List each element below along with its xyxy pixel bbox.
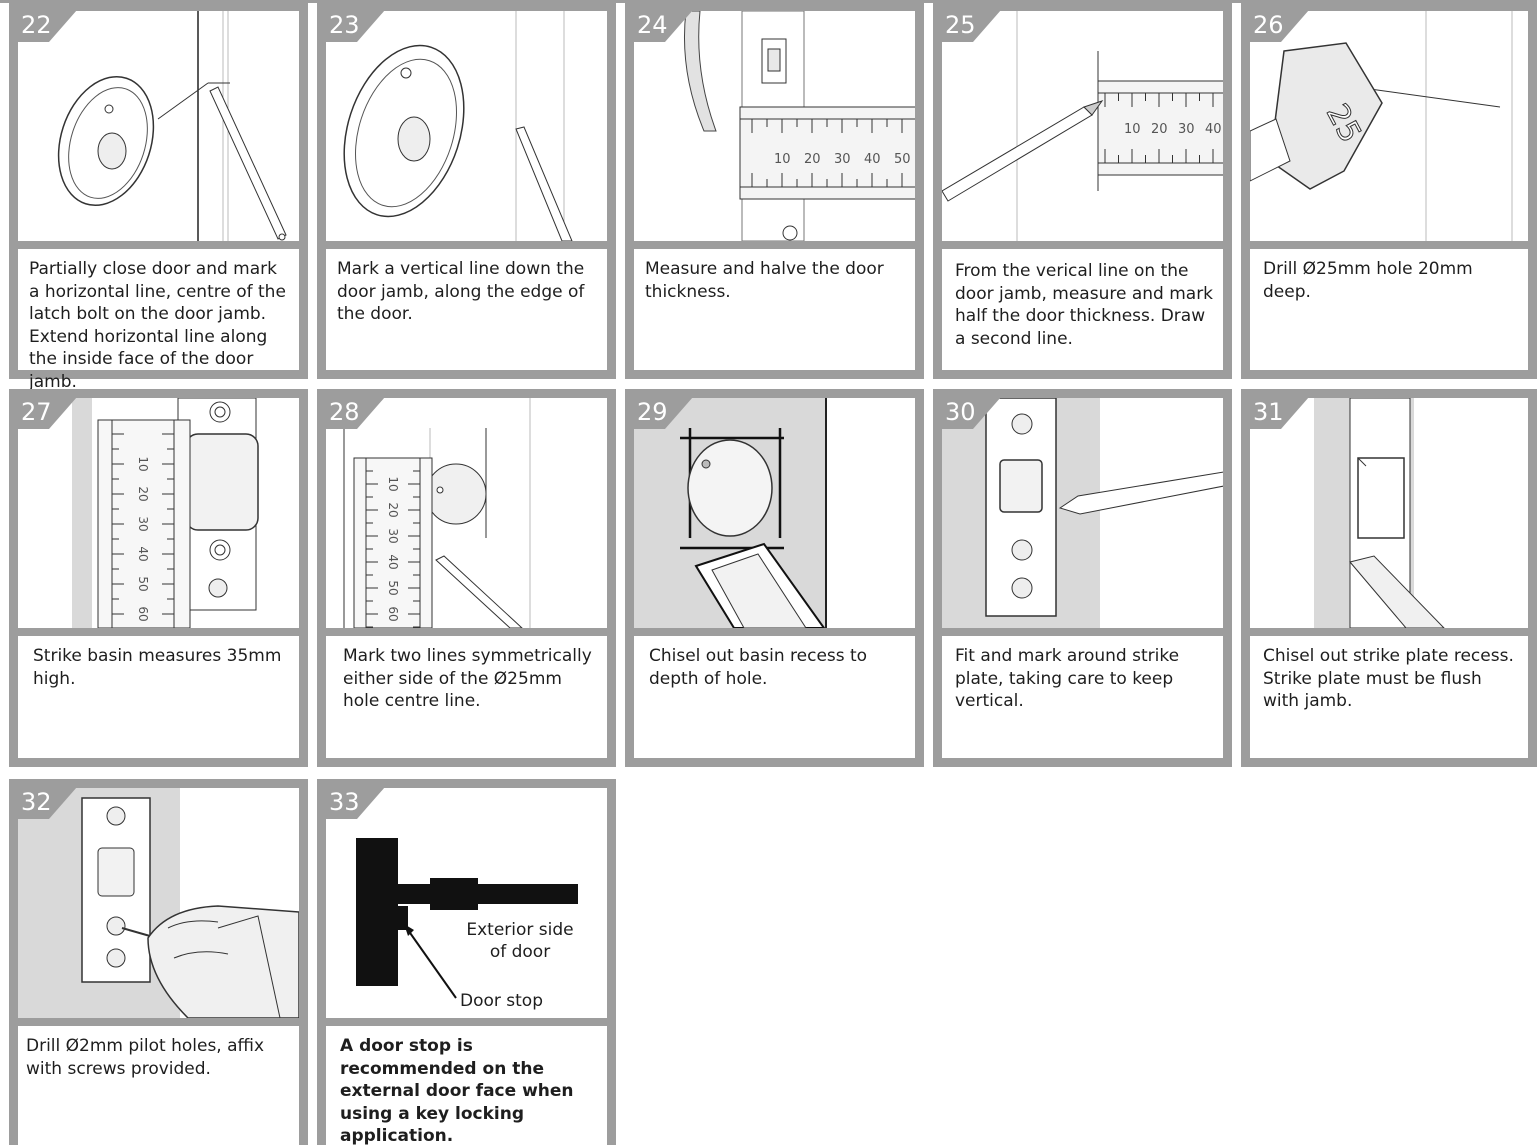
ruler-label: 10 xyxy=(386,476,400,491)
ruler-label: 30 xyxy=(1178,122,1195,137)
step-caption: Mark two lines symmetrically either side… xyxy=(343,645,599,713)
panel-divider xyxy=(634,628,915,636)
ruler-label: 60 xyxy=(136,606,150,621)
step-23-illustration xyxy=(326,11,607,241)
step-number: 30 xyxy=(945,397,976,427)
step-23-panel: 23 Mark a vertical line down the door ja… xyxy=(317,2,616,379)
step-caption: Drill Ø25mm hole 20mm deep. xyxy=(1263,258,1520,303)
panel-divider xyxy=(18,241,299,249)
ruler-label: 20 xyxy=(136,486,150,501)
step-number: 32 xyxy=(21,787,52,817)
door-stop-label: Door stop xyxy=(460,990,550,1012)
ruler-label: 40 xyxy=(864,152,881,167)
step-number: 33 xyxy=(329,787,360,817)
step-caption: Drill Ø2mm pilot holes, affix with screw… xyxy=(26,1035,291,1080)
step-22-panel: 22 Partially close door and mark a horiz… xyxy=(9,2,308,379)
step-caption: Chisel out basin recess to depth of hole… xyxy=(649,645,907,690)
step-number: 23 xyxy=(329,10,360,40)
panel-divider xyxy=(326,1018,607,1026)
exterior-label-line2: of door xyxy=(450,941,590,963)
ruler-label: 10 xyxy=(136,456,150,471)
step-28-illustration: 10 20 30 40 50 60 xyxy=(326,398,607,628)
ruler-label: 50 xyxy=(386,580,400,595)
ruler-label: 40 xyxy=(386,554,400,569)
ruler-label: 50 xyxy=(894,152,911,167)
panel-divider xyxy=(634,241,915,249)
step-badge: 24 xyxy=(633,10,693,42)
step-badge: 31 xyxy=(1249,397,1309,429)
panel-divider xyxy=(942,241,1223,249)
step-32-illustration xyxy=(18,788,299,1018)
step-33-panel: Exterior side of door Door stop 33 A doo… xyxy=(317,779,616,1145)
ruler-label: 60 xyxy=(386,606,400,621)
step-27-panel: 10203040506070 27 Strike basin measures … xyxy=(9,389,308,767)
panel-divider xyxy=(18,628,299,636)
step-26-panel: 25 26 Drill Ø25mm hole 20mm deep. xyxy=(1241,2,1537,379)
panel-divider xyxy=(942,628,1223,636)
step-number: 29 xyxy=(637,397,668,427)
step-badge: 32 xyxy=(17,787,77,819)
step-caption: Strike basin measures 35mm high. xyxy=(33,645,291,690)
step-29-illustration xyxy=(634,398,915,628)
panel-divider xyxy=(326,628,607,636)
step-29-panel: 29 Chisel out basin recess to depth of h… xyxy=(625,389,924,767)
step-badge: 26 xyxy=(1249,10,1309,42)
exterior-side-label: Exterior side of door xyxy=(450,919,590,963)
panel-divider xyxy=(1250,628,1528,636)
step-number: 22 xyxy=(21,10,52,40)
ruler-label: 30 xyxy=(834,152,851,167)
ruler-label: 10 xyxy=(774,152,791,167)
ruler-label: 30 xyxy=(386,528,400,543)
step-31-panel: 31 Chisel out strike plate recess. Strik… xyxy=(1241,389,1537,767)
ruler-label: 40 xyxy=(136,546,150,561)
step-24-illustration: 10 20 30 40 50 xyxy=(634,11,915,241)
step-caption: From the verical line on the door jamb, … xyxy=(955,260,1215,350)
step-number: 28 xyxy=(329,397,360,427)
ruler-label: 20 xyxy=(804,152,821,167)
step-25-illustration: 10 20 30 40 xyxy=(942,11,1223,241)
step-31-illustration xyxy=(1250,398,1528,628)
panel-divider xyxy=(1250,241,1528,249)
step-badge: 28 xyxy=(325,397,385,429)
step-badge: 25 xyxy=(941,10,1001,42)
step-badge: 22 xyxy=(17,10,77,42)
ruler-label: 40 xyxy=(1205,122,1222,137)
step-33-illustration: Exterior side of door Door stop xyxy=(326,788,607,1018)
step-number: 31 xyxy=(1253,397,1284,427)
step-32-panel: 32 Drill Ø2mm pilot holes, affix with sc… xyxy=(9,779,308,1145)
ruler-label: 20 xyxy=(1151,122,1168,137)
ruler-label: 20 xyxy=(386,502,400,517)
step-number: 27 xyxy=(21,397,52,427)
step-30-panel: 30 Fit and mark around strike plate, tak… xyxy=(933,389,1232,767)
step-caption: Chisel out strike plate recess. Strike p… xyxy=(1263,645,1520,713)
ruler-label: 50 xyxy=(136,576,150,591)
step-number: 25 xyxy=(945,10,976,40)
ruler-label: 30 xyxy=(136,516,150,531)
step-caption: Mark a vertical line down the door jamb,… xyxy=(337,258,599,326)
step-badge: 30 xyxy=(941,397,1001,429)
step-badge: 27 xyxy=(17,397,77,429)
step-caption: Partially close door and mark a horizont… xyxy=(29,258,289,393)
step-badge: 29 xyxy=(633,397,693,429)
step-caption: Measure and halve the door thickness. xyxy=(645,258,907,303)
step-number: 26 xyxy=(1253,10,1284,40)
step-22-illustration xyxy=(18,11,299,241)
step-badge: 23 xyxy=(325,10,385,42)
step-26-illustration: 25 xyxy=(1250,11,1528,241)
step-30-illustration xyxy=(942,398,1223,628)
step-28-panel: 10 20 30 40 50 60 28 Mark two lines symmetric… xyxy=(317,389,616,767)
panel-divider xyxy=(326,241,607,249)
exterior-label-line1: Exterior side xyxy=(450,919,590,941)
step-caption-note: A door stop is recommended on the extern… xyxy=(340,1035,601,1148)
step-24-panel: 10 20 30 40 50 24 Measure and halve the door… xyxy=(625,2,924,379)
step-27-illustration: 10203040506070 xyxy=(18,398,299,628)
step-25-panel: 10 20 30 40 25 From the verical line on the… xyxy=(933,2,1232,379)
step-number: 24 xyxy=(637,10,668,40)
ruler-label: 10 xyxy=(1124,122,1141,137)
panel-divider xyxy=(18,1018,299,1026)
step-caption: Fit and mark around strike plate, taking… xyxy=(955,645,1215,713)
step-badge: 33 xyxy=(325,787,385,819)
